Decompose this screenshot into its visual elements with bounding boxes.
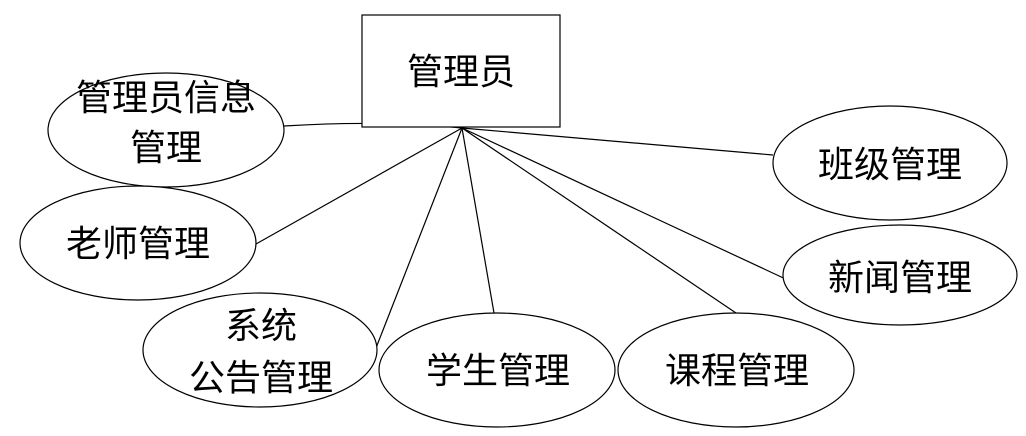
node-course-label: 课程管理 — [665, 351, 809, 392]
node-news — [782, 224, 1018, 326]
connector-course — [461, 127, 737, 314]
node-news-label: 新闻管理 — [828, 258, 972, 299]
node-class — [772, 105, 1008, 221]
root-box — [361, 14, 561, 128]
node-admin-info-line1: 管理员信息 — [76, 78, 256, 119]
node-student-label: 学生管理 — [426, 351, 570, 392]
node-admin-info-line2: 管理 — [130, 128, 202, 169]
node-teacher-label: 老师管理 — [66, 224, 210, 265]
node-announcement-line2: 公告管理 — [189, 358, 333, 399]
node-student — [378, 312, 616, 428]
connector-news — [461, 127, 793, 283]
connector-teacher — [255, 127, 463, 245]
connector-announcement — [375, 127, 463, 349]
connector-class — [461, 127, 774, 156]
node-course — [617, 312, 855, 428]
node-announcement — [142, 292, 378, 408]
connector-student — [461, 127, 495, 314]
node-class-label: 班级管理 — [818, 145, 962, 186]
node-teacher — [19, 185, 257, 301]
root-label: 管理员 — [407, 52, 515, 93]
node-announcement-line1: 系统 — [225, 306, 297, 347]
